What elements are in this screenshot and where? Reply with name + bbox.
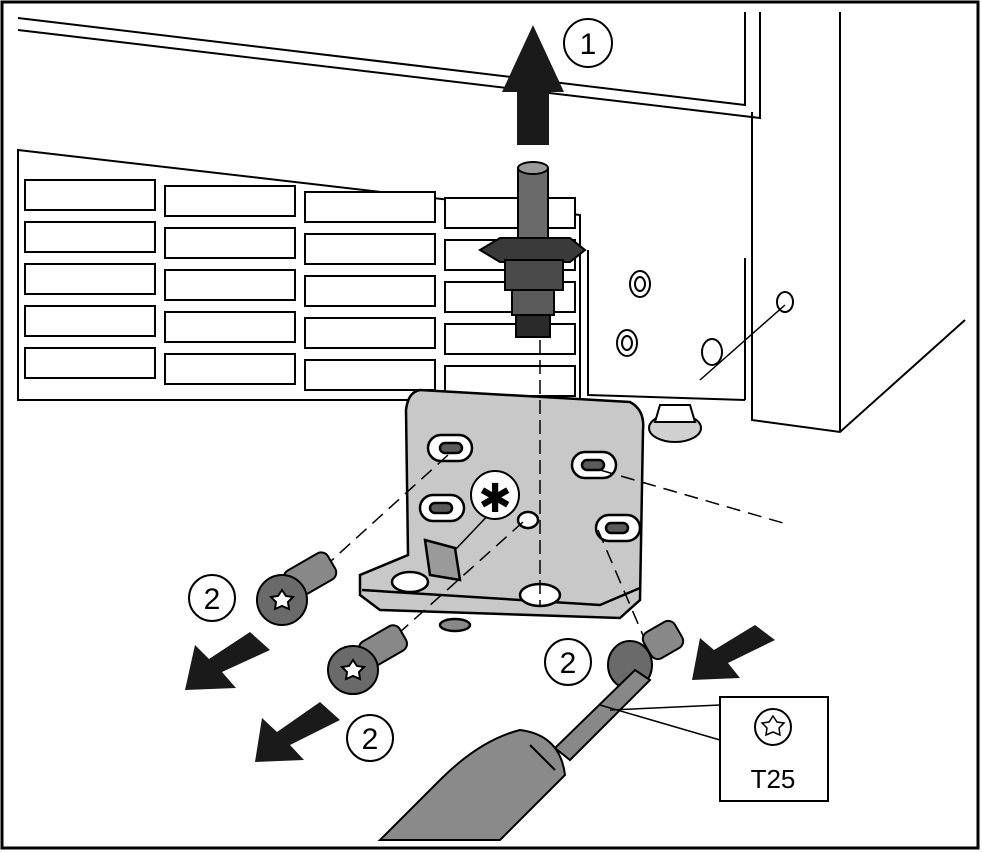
grille-slot xyxy=(304,191,436,223)
callout-step-2a: 2 xyxy=(188,574,236,622)
grille-slot xyxy=(304,275,436,307)
tool-label: T25 xyxy=(751,764,796,794)
callout-step-2b: 2 xyxy=(346,714,394,762)
grille-slot xyxy=(164,185,296,217)
grille-slot xyxy=(164,311,296,343)
grille-slot xyxy=(304,359,436,391)
grille-slot xyxy=(444,323,576,355)
grille-slot xyxy=(304,233,436,265)
callout-step-1: 1 xyxy=(563,18,613,68)
grille-slot xyxy=(164,269,296,301)
grille-slot xyxy=(24,263,156,295)
cabinet-holes xyxy=(616,270,794,366)
screwdriver xyxy=(377,668,652,841)
arrow-middle-screw xyxy=(255,702,340,762)
adjustable-foot xyxy=(648,404,702,443)
callout-step-2b-label: 2 xyxy=(362,723,379,756)
torx-star-icon xyxy=(760,714,786,737)
grille-slot xyxy=(444,365,576,397)
callout-step-2c: 2 xyxy=(544,638,592,686)
tool-callout: T25 xyxy=(599,696,829,802)
grille-slot xyxy=(24,179,156,211)
guide-line xyxy=(699,304,786,381)
grille-slot xyxy=(164,227,296,259)
grille-slot xyxy=(24,221,156,253)
callout-step-2c-label: 2 xyxy=(560,647,577,680)
asterisk-label: ✱ xyxy=(478,476,512,522)
special-marker: ✱ xyxy=(454,470,520,551)
callout-step-2a-label: 2 xyxy=(204,583,221,616)
torx-head-icon xyxy=(268,588,296,611)
up-arrow xyxy=(502,25,564,145)
grille-slot xyxy=(164,353,296,385)
grille-slot xyxy=(24,305,156,337)
callout-step-1-label: 1 xyxy=(580,28,597,61)
screw-middle xyxy=(327,624,408,695)
arrow-right-screw xyxy=(692,625,775,680)
torx-head-icon xyxy=(339,658,367,681)
hinge-pin xyxy=(478,161,587,338)
grille-slot xyxy=(24,347,156,379)
arrow-left-screw xyxy=(185,632,270,690)
screw-guide-lines xyxy=(309,454,791,651)
grille-slot xyxy=(304,317,436,349)
screw-left xyxy=(256,551,338,626)
grille-slot xyxy=(444,197,576,229)
appliance-body xyxy=(17,12,966,434)
